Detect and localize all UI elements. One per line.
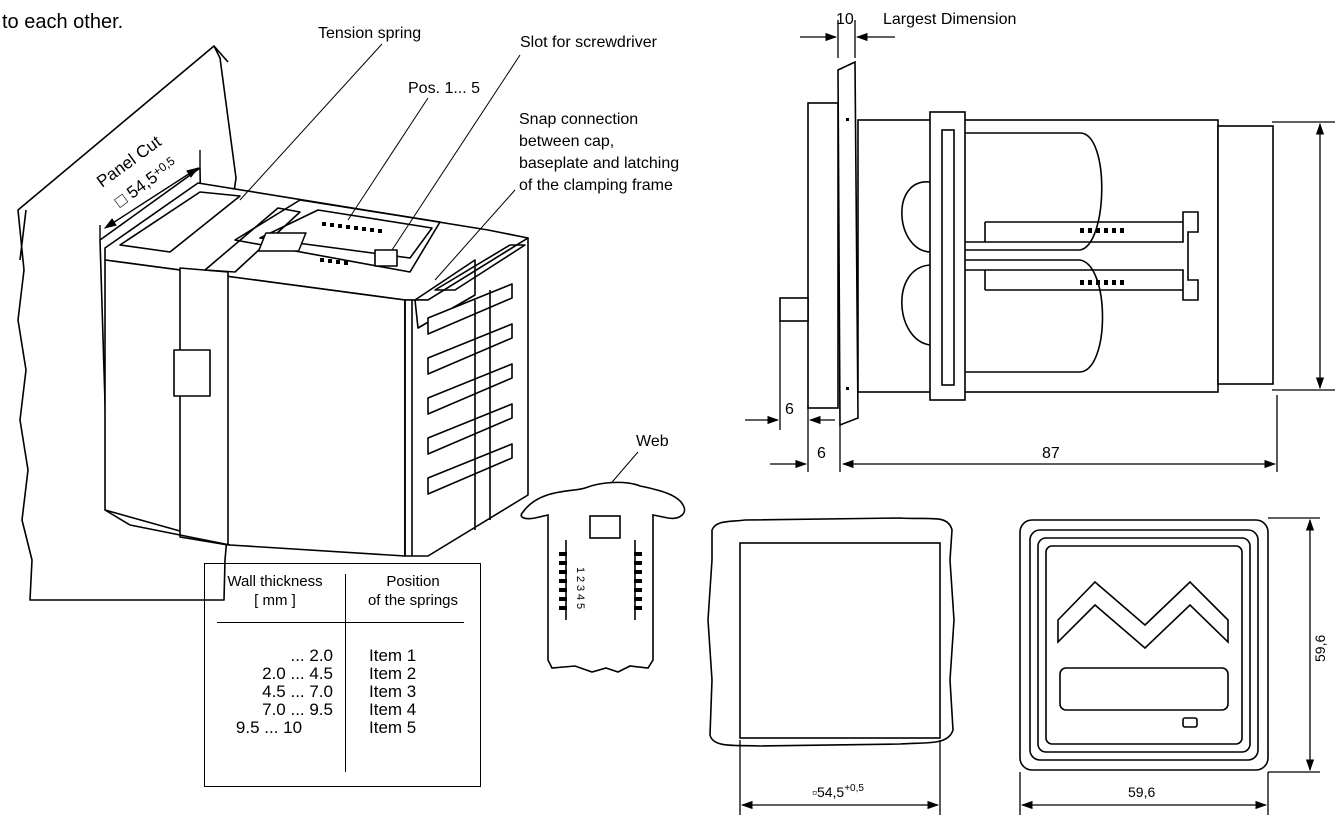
slot-screwdriver-label: Slot for screwdriver [520,34,658,51]
front-dim-width: 59,6 [1128,784,1155,800]
table-row-item: Item 1 [369,646,417,665]
spring-position-table: Wall thickness [ mm ] Position of the sp… [204,563,481,787]
largest-dimension-label: Largest Dimension [883,11,1016,28]
snap-connection-label: Snap connection between cap, baseplate a… [519,111,679,194]
table-row-range: ... 2.0 [290,646,333,665]
header-line: Wall thickness [227,573,323,590]
panel-cut-dimension [99,150,201,240]
table-divider-vertical [345,574,346,772]
cutout-drawing [707,517,955,747]
svg-text:5: 5 [574,603,586,609]
side-dim-left-a: 6 [785,401,794,418]
table-row-item: Item 2 [369,664,417,683]
tension-spring-label: Tension spring [318,25,421,42]
table-row-item: Item 4 [369,700,417,719]
spring-position-dots [320,222,382,265]
svg-text:4: 4 [574,594,586,600]
table-row-range: 7.0 ... 9.5 [262,700,333,719]
table-divider-horizontal [217,622,464,623]
callout-leaders [239,43,639,489]
svg-text:3: 3 [574,585,586,591]
svg-text:Snap connection: Snap connection [519,111,638,128]
table-row-item: Item 3 [369,682,417,701]
panel-housing-drawing [17,45,529,601]
header-line: [ mm ] [254,592,296,609]
table-row-range: 9.5 ... 10 [235,718,303,737]
table-row-item: Item 5 [369,718,417,737]
cutout-dim-label: ▫54,5+0,5 [812,783,864,800]
pos-label: Pos. 1... 5 [408,80,480,97]
front-view-drawing [1019,519,1269,771]
cutout-dimension [739,740,941,815]
side-view-dimensions [745,20,1335,472]
table-header-wall-thickness: Wall thickness [ mm ] [205,572,345,610]
table-header-position: Position of the springs [346,572,480,610]
header-fragment: to each other. [2,11,123,33]
web-clip-drawing [520,481,686,673]
svg-text:of the clamping frame: of the clamping frame [519,177,673,194]
svg-text:baseplate and latching: baseplate and latching [519,155,679,172]
web-clip-teeth [559,552,642,610]
table-row-range: 2.0 ... 4.5 [262,664,333,683]
front-dim-height: 59,6 [1312,635,1328,662]
svg-text:1: 1 [574,567,586,573]
side-dim-top: 10 [836,11,854,28]
web-label: Web [636,433,669,450]
header-line: Position [386,573,440,590]
side-view-dots [846,118,1124,390]
side-dim-left-b: 6 [817,445,826,462]
table-row-range: 4.5 ... 7.0 [262,682,333,701]
front-view-dimensions [1019,517,1320,815]
web-numbers: 1 2 3 4 5 [574,567,586,609]
svg-text:between cap,: between cap, [519,133,614,150]
side-view-drawing [779,60,1274,427]
svg-text:2: 2 [574,576,586,582]
side-dim-length: 87 [1042,445,1060,462]
header-line: of the springs [367,592,459,609]
